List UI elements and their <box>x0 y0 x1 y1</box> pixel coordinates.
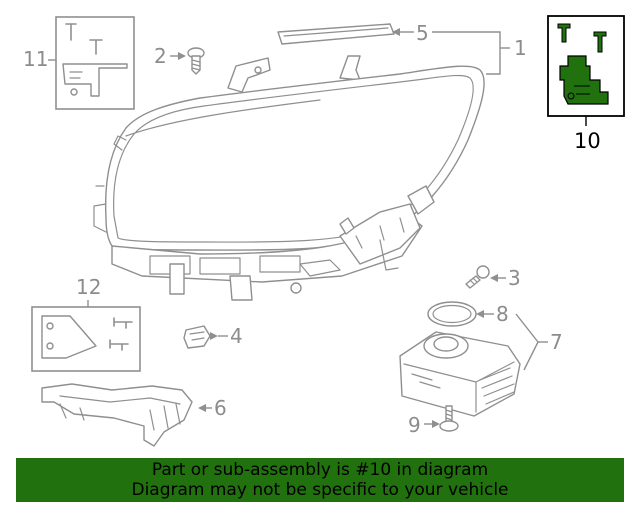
part-4-clip[interactable] <box>183 325 211 349</box>
part-3-screw[interactable] <box>465 265 490 289</box>
callout-7: 7 <box>550 330 563 354</box>
part-12-bracket-kit[interactable] <box>31 306 141 372</box>
part-5-trim-strip[interactable] <box>277 23 395 45</box>
callout-11: 11 <box>23 47 48 71</box>
notice-line-2: Diagram may not be specific to your vehi… <box>131 480 509 500</box>
notice-banner: Part or sub-assembly is #10 in diagram D… <box>16 458 624 502</box>
part-10-bracket-kit-highlighted[interactable] <box>547 15 625 117</box>
part-9-screw[interactable] <box>439 405 459 432</box>
part-6-lower-bracket[interactable] <box>41 383 193 447</box>
part-1-headlamp-assembly[interactable] <box>93 55 485 301</box>
callout-5: 5 <box>416 21 429 45</box>
part-2-screw[interactable] <box>187 47 205 75</box>
part-11-bracket-kit[interactable] <box>55 16 135 110</box>
part-8-seal-ring[interactable] <box>427 301 477 327</box>
part-7-control-module[interactable] <box>399 331 521 417</box>
notice-line-1: Part or sub-assembly is #10 in diagram <box>151 460 489 480</box>
callout-10: 10 <box>574 129 601 153</box>
callout-2: 2 <box>154 44 167 68</box>
callout-8: 8 <box>496 302 509 326</box>
callout-9: 9 <box>408 413 421 437</box>
callout-6: 6 <box>214 396 227 420</box>
callout-3: 3 <box>508 266 521 290</box>
callout-12: 12 <box>76 275 101 299</box>
callout-4: 4 <box>230 324 243 348</box>
callout-1: 1 <box>514 36 527 60</box>
